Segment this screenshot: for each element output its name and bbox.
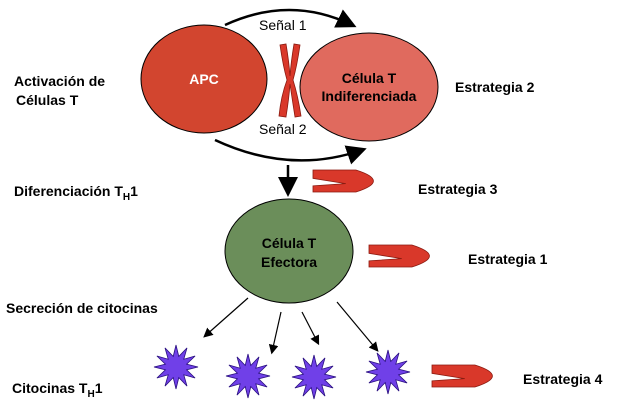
signal2-arrow [214, 138, 367, 165]
signal1-arrow [224, 8, 357, 28]
effector-t-cell-label-line1: Célula T [262, 235, 317, 251]
stage-cytokines-label: Citocinas TH1 [12, 380, 103, 400]
strategy-hook-3 [431, 364, 493, 388]
cytokine-star-3 [291, 354, 337, 400]
strategy-hook-icon [312, 169, 493, 388]
apc-cell [140, 24, 268, 134]
apc-label: APC [189, 71, 219, 87]
stage-differentiation-label: Diferenciación TH1 [14, 183, 138, 203]
stage-activation-label-line1: Activación de [14, 73, 105, 89]
secretion-arrow-4 [336, 301, 379, 352]
strategy4-label: Estrategia 4 [523, 371, 603, 387]
effector-t-cell-label-line2: Efectora [261, 254, 317, 270]
signal1-label: Señal 1 [259, 17, 307, 33]
naive-t-cell-label-line1: Célula T [342, 70, 397, 86]
cytokine-star-4 [365, 349, 411, 395]
naive-t-cell [299, 32, 439, 142]
stage-secretion-label: Secreción de citocinas [6, 300, 158, 316]
strategy2-label: Estrategia 2 [455, 79, 535, 95]
strategy3-label: Estrategia 3 [418, 181, 498, 197]
effector-t-cell [224, 198, 354, 304]
signal2-label: Señal 2 [259, 121, 307, 137]
secretion-arrow-2 [268, 311, 282, 355]
cytokine-star-1 [153, 344, 199, 390]
strategy1-label: Estrategia 1 [468, 251, 548, 267]
secretion-arrow-3 [301, 311, 320, 346]
naive-t-cell-label-line2: Indiferenciada [322, 88, 417, 104]
chromosome-icon [278, 43, 302, 118]
cytokine-star-2 [225, 353, 271, 399]
secretion-arrow-1 [203, 297, 249, 338]
stage-activation-label-line2: Células T [16, 92, 79, 108]
strategy-hook-2 [368, 244, 430, 268]
cytokine-star-icon [153, 344, 411, 400]
strategy-hook-1 [312, 169, 374, 193]
